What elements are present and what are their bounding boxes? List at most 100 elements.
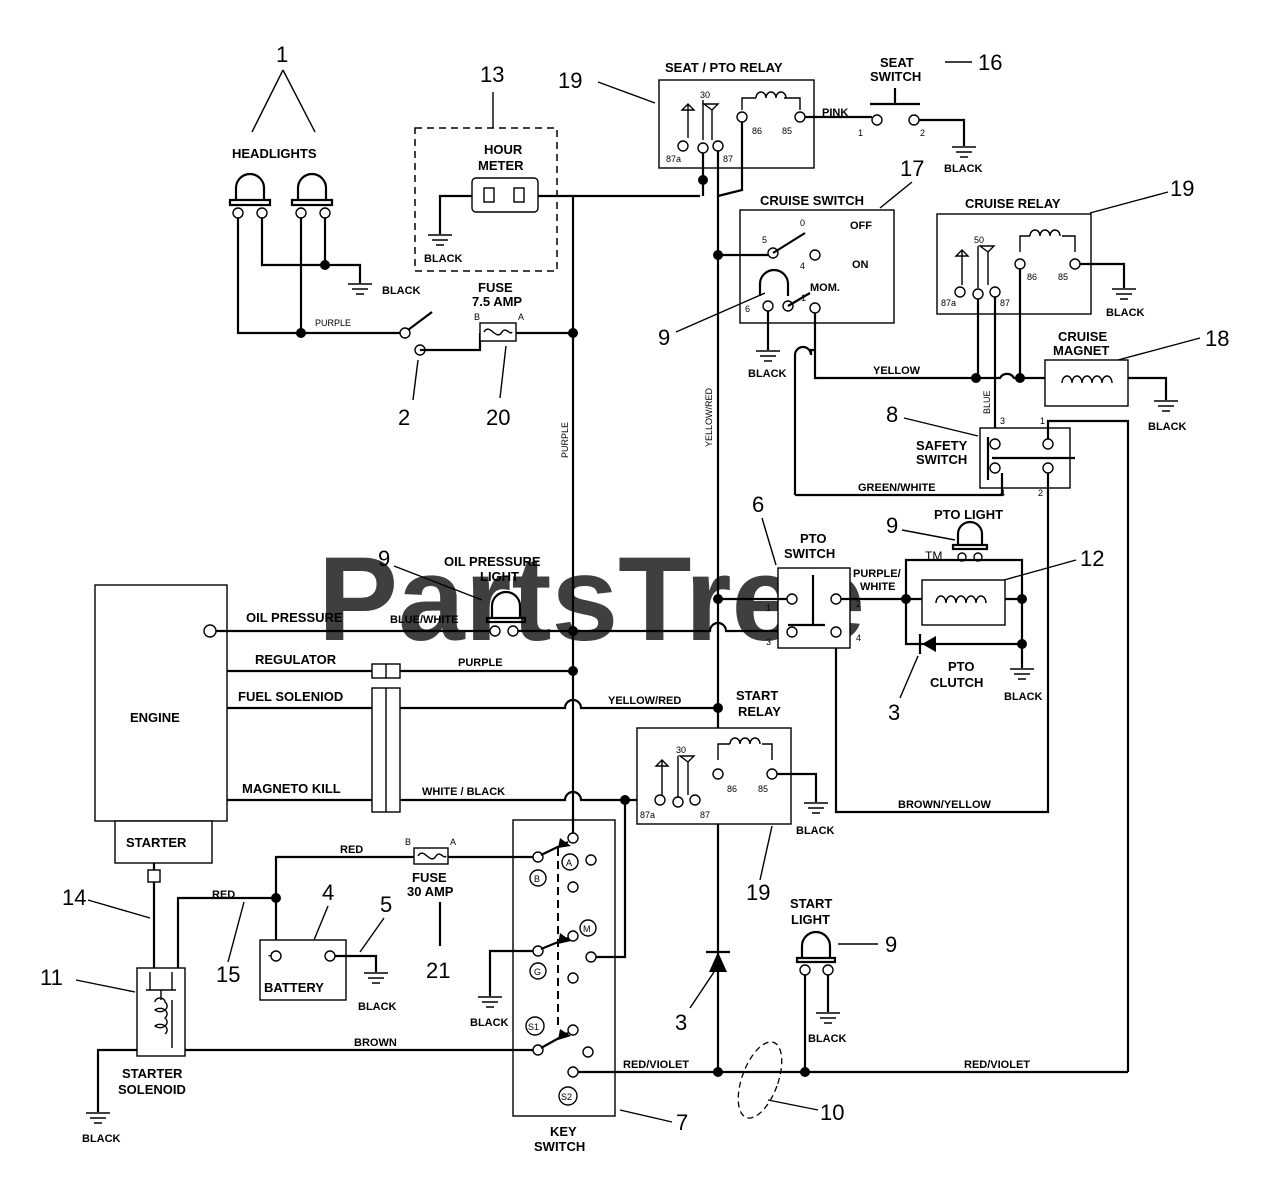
callout-19-c: 19 xyxy=(746,880,770,905)
cruise-switch-term-6: 6 xyxy=(745,304,750,314)
cruise-relay-term-87a: 87a xyxy=(941,298,956,308)
callout-2: 2 xyxy=(398,405,410,430)
wire-label-blue: BLUE xyxy=(982,390,992,414)
fuse-large-rating: 30 AMP xyxy=(407,884,454,899)
starter-label: STARTER xyxy=(126,835,187,850)
relay-term-87: 87 xyxy=(723,154,733,164)
cruise-switch-on: ON xyxy=(852,259,869,271)
pto-clutch-label-2: CLUTCH xyxy=(930,675,983,690)
pto-switch-term-2: 2 xyxy=(856,599,861,609)
wire-label-black: BLACK xyxy=(382,285,421,297)
wire-label-green-white: GREEN/WHITE xyxy=(858,482,936,494)
diode-3: 3 xyxy=(675,950,730,1035)
callout-9-c: 9 xyxy=(886,513,898,538)
fuse-30-amp: B A FUSE 30 AMP 21 xyxy=(405,837,456,983)
pto-switch-term-3: 3 xyxy=(766,637,771,647)
hour-meter-ground-label: BLACK xyxy=(424,253,463,265)
pto-switch-label-1: PTO xyxy=(800,531,827,546)
pto-switch-term-1: 1 xyxy=(766,603,771,613)
key-switch-term-s1: S1 xyxy=(528,1022,539,1032)
battery: 4 + - BATTERY xyxy=(259,880,347,1001)
cruise-relay: 19 CRUISE RELAY 50 87a 87 86 85 xyxy=(936,176,1194,315)
pto-switch: 6 PTO SWITCH 1 2 3 4 xyxy=(752,492,861,649)
fuse-small-label: FUSE xyxy=(478,280,513,295)
engine-terminal-magneto-kill: MAGNETO KILL xyxy=(242,781,341,796)
wire-label-yellow: YELLOW xyxy=(873,365,921,377)
cruise-switch-ground-label: BLACK xyxy=(748,368,787,380)
cruise-magnet-label-1: CRUISE xyxy=(1058,329,1107,344)
cruise-switch-term-0: 0 xyxy=(800,218,805,228)
seat-switch-label-2: SWITCH xyxy=(870,69,921,84)
headlights: 1 HEADLIGHTS xyxy=(228,42,334,219)
callout-1: 1 xyxy=(276,42,288,67)
battery-label: BATTERY xyxy=(264,980,324,995)
callout-3-a: 3 xyxy=(888,700,900,725)
engine-terminal-oil-pressure: OIL PRESSURE xyxy=(246,610,343,625)
oil-pressure-light-label-2: LIGHT xyxy=(480,569,519,584)
cruise-relay-term-86: 86 xyxy=(1027,272,1037,282)
callout-13: 13 xyxy=(480,62,504,87)
seat-switch: SEAT SWITCH 16 1 2 BLACK xyxy=(858,50,1002,175)
cruise-switch-mom: MOM. xyxy=(810,282,840,294)
callout-10: 10 xyxy=(820,1100,844,1125)
relay-term-86: 86 xyxy=(752,126,762,136)
pto-switch-label-2: SWITCH xyxy=(784,546,835,561)
fuse-small-rating: 7.5 AMP xyxy=(472,294,522,309)
fuse-small-b: B xyxy=(474,312,480,322)
start-light: START LIGHT 9 xyxy=(790,896,897,976)
oil-pressure-light-label-1: OIL PRESSURE xyxy=(444,554,541,569)
ground-headlights: BLACK xyxy=(348,283,421,297)
callout-9-d: 9 xyxy=(885,932,897,957)
wire-label-yellow-red-vertical: YELLOW/RED xyxy=(704,387,714,447)
callout-9-a: 9 xyxy=(658,325,670,350)
key-switch-term-s2: S2 xyxy=(561,1092,572,1102)
hour-meter-label-2: METER xyxy=(478,158,524,173)
wire-label-yellow-red: YELLOW/RED xyxy=(608,695,681,707)
cruise-relay-label: CRUISE RELAY xyxy=(965,196,1061,211)
wire-loop-10: 10 xyxy=(737,1041,844,1125)
pto-clutch-ground-label: BLACK xyxy=(1004,691,1043,703)
callout-6: 6 xyxy=(752,492,764,517)
cruise-switch: 17 CRUISE SWITCH 0 OFF 5 4 ON 6 1 MOM. xyxy=(739,156,924,324)
start-relay-label-2: RELAY xyxy=(738,704,781,719)
start-relay-ground-label: BLACK xyxy=(796,825,835,837)
key-switch-label-1: KEY xyxy=(550,1124,577,1139)
seat-pto-relay: 19 SEAT / PTO RELAY 30 87a 87 86 85 xyxy=(558,60,815,169)
key-switch-label-2: SWITCH xyxy=(534,1139,585,1154)
callout-19-a: 19 xyxy=(558,68,582,93)
seat-pto-relay-label: SEAT / PTO RELAY xyxy=(665,60,783,75)
callout-18: 18 xyxy=(1205,326,1229,351)
starter-solenoid-label-1: STARTER xyxy=(122,1066,183,1081)
callout-19-b: 19 xyxy=(1170,176,1194,201)
callout-8: 8 xyxy=(886,402,898,427)
pto-light: 9 PTO LIGHT xyxy=(886,507,1003,562)
safety-switch-term-1: 1 xyxy=(1040,416,1045,426)
wire-label-pink: PINK xyxy=(822,107,848,119)
wire-label-purple: PURPLE xyxy=(315,318,351,328)
key-switch: A B M G S1 S2 KEY SWITCH 7 xyxy=(512,819,688,1154)
callout-3-b: 3 xyxy=(675,1010,687,1035)
start-relay-term-85: 85 xyxy=(758,784,768,794)
callout-12: 12 xyxy=(1080,546,1104,571)
safety-switch-term-3: 3 xyxy=(1000,416,1005,426)
fuse-small-a: A xyxy=(518,312,524,322)
hour-meter: 13 HOUR METER BLACK xyxy=(414,62,558,272)
battery-ground-label: BLACK xyxy=(358,1001,397,1013)
key-switch-ground-label: BLACK xyxy=(470,1017,509,1029)
cruise-magnet-label-2: MAGNET xyxy=(1053,343,1109,358)
start-light-ground-label: BLACK xyxy=(808,1033,847,1045)
pto-clutch-diode xyxy=(918,634,936,654)
start-light-label-1: START xyxy=(790,896,832,911)
pto-switch-term-4: 4 xyxy=(856,633,861,643)
cruise-magnet: 18 CRUISE MAGNET xyxy=(1044,326,1229,407)
wire-label-red-battery: RED xyxy=(212,889,235,901)
starter-solenoid-ground-label: BLACK xyxy=(82,1133,121,1145)
wire-label-red-violet-2: RED/VIOLET xyxy=(964,1059,1030,1071)
start-relay: START RELAY 30 87a 87 86 85 xyxy=(636,688,792,825)
relay-term-87a: 87a xyxy=(666,154,681,164)
key-switch-term-b: B xyxy=(534,874,540,884)
starter-solenoid: 14 11 STARTER SOLENOID xyxy=(40,863,186,1097)
callout-14: 14 xyxy=(62,885,86,910)
start-relay-label-1: START xyxy=(736,688,778,703)
